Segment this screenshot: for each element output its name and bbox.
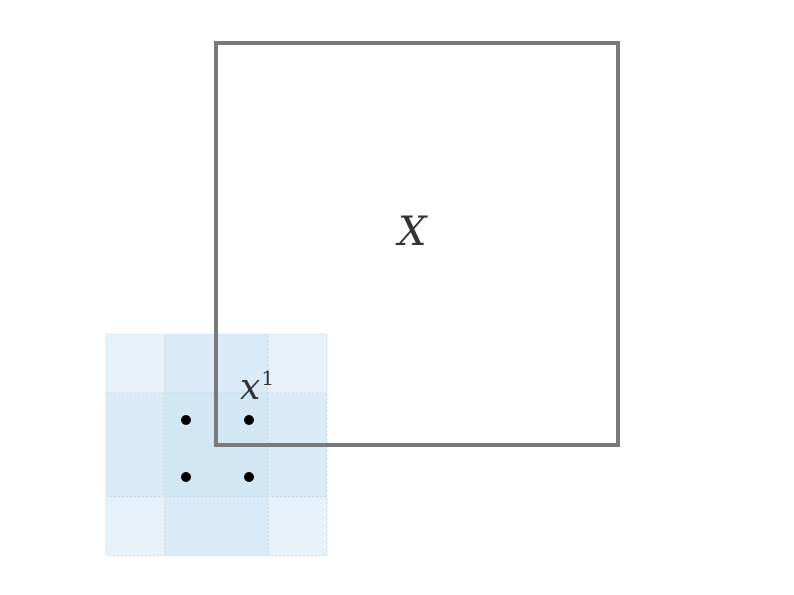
big-square-X xyxy=(214,41,620,447)
grid-dot-3 xyxy=(181,472,191,482)
grid-cell-r2-c0 xyxy=(105,496,166,557)
label-x1: x1 xyxy=(240,367,274,408)
grid-dot-2 xyxy=(244,415,254,425)
label-X: X xyxy=(398,209,427,255)
grid-cell-r0-c0 xyxy=(105,333,166,394)
grid-dots xyxy=(181,415,254,482)
grid-dot-1 xyxy=(181,415,191,425)
label-x1-base: x xyxy=(240,367,261,408)
grid-cell-r2-c2 xyxy=(267,496,328,557)
grid-cell-r2-c1 xyxy=(164,496,269,557)
grid-cell-r1-c0 xyxy=(105,392,166,498)
grid-cell-r0-c2 xyxy=(267,333,328,394)
label-x1-superscript: 1 xyxy=(261,366,275,390)
grid-dot-4 xyxy=(244,472,254,482)
